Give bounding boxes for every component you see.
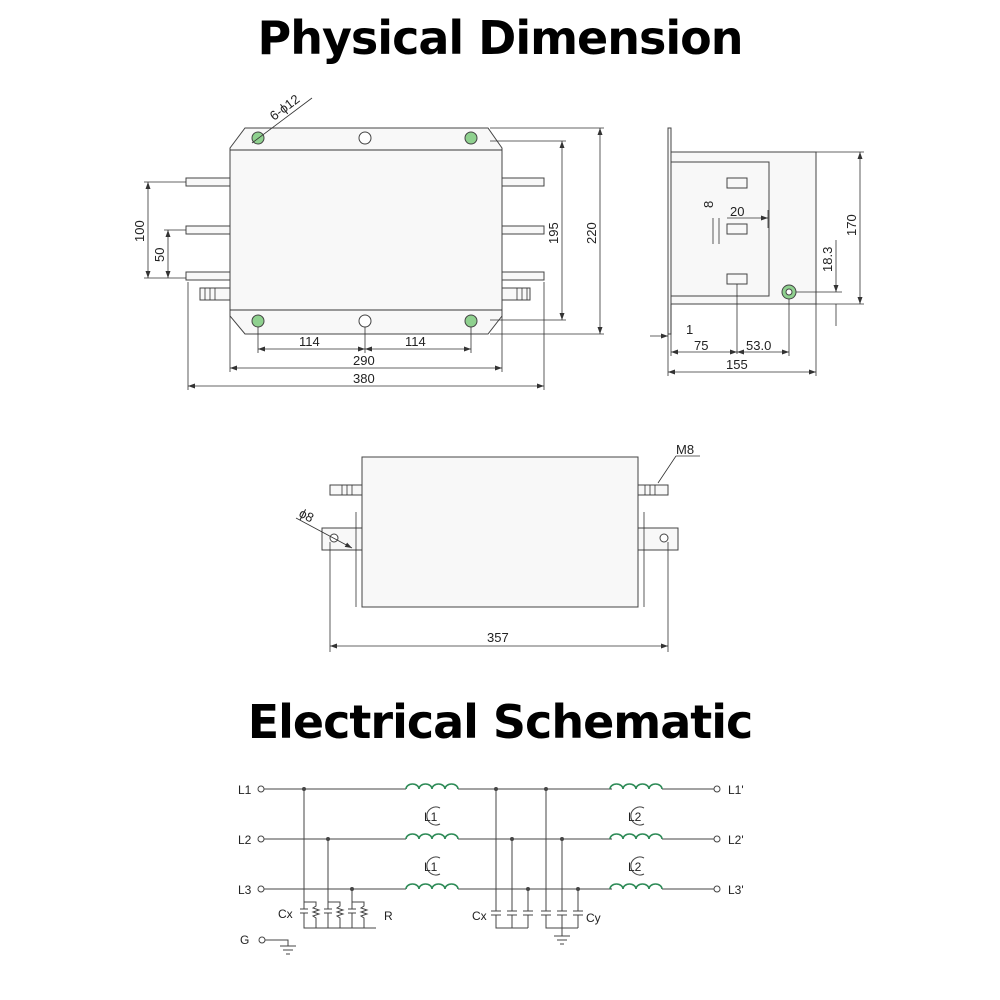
dim-18-3-label: 18.3 <box>820 247 835 272</box>
dim-53-label: 53.0 <box>746 338 771 353</box>
mounting-hole <box>464 131 478 145</box>
dim-8-label: 8 <box>701 201 716 208</box>
side-view: 8 20 170 18.3 1 75 53.0 155 <box>650 127 864 376</box>
bottom-body <box>361 456 639 608</box>
dim-195-label: 195 <box>546 222 561 244</box>
hole-dia-callout: ϕ8 <box>297 505 317 525</box>
dim-114-right-label: 114 <box>405 334 426 349</box>
output-l2-label: L2' <box>728 833 744 847</box>
electrical-schematic-title: Electrical Schematic <box>247 695 754 749</box>
dim-380-label: 380 <box>353 371 375 386</box>
physical-dimension-title: Physical Dimension <box>257 11 743 65</box>
dim-290-label: 290 <box>353 353 375 368</box>
ground-symbol <box>265 939 296 955</box>
dim-1-label: 1 <box>686 322 693 337</box>
dim-20-label: 20 <box>730 204 744 219</box>
dim-50-label: 50 <box>152 248 167 262</box>
dim-357-label: 357 <box>487 630 509 645</box>
input-l2-label: L2 <box>238 833 252 847</box>
choke-1-label-b: L1 <box>424 860 438 874</box>
mounting-hole <box>358 314 372 328</box>
bottom-view: M8 ϕ8 357 <box>295 442 700 652</box>
cy-network: Cy <box>541 787 601 945</box>
choke-1: L1 L1 <box>405 783 459 890</box>
choke-2: L2 L2 <box>609 783 663 890</box>
thread-callout: M8 <box>676 442 694 457</box>
side-label-panel <box>670 161 770 297</box>
output-l1-label: L1' <box>728 783 744 797</box>
filter-body <box>229 149 503 311</box>
output-l3-label: L3' <box>728 883 744 897</box>
left-terminals <box>185 177 231 301</box>
cx-left-label: Cx <box>278 907 293 921</box>
choke-2-label-b: L2 <box>628 860 642 874</box>
middle-cx-network: Cx <box>472 787 533 929</box>
choke-2-label-a: L2 <box>628 810 642 824</box>
dim-170-label: 170 <box>844 214 859 236</box>
choke-1-label-a: L1 <box>424 810 438 824</box>
dim-220-label: 220 <box>584 222 599 244</box>
bottom-mount-hole <box>659 533 669 543</box>
dim-75-label: 75 <box>694 338 708 353</box>
dim-100-label: 100 <box>132 220 147 242</box>
cx-right-label: Cx <box>472 909 487 923</box>
input-cx-r-network: Cx R <box>278 787 393 929</box>
dim-155-label: 155 <box>726 357 748 372</box>
mounting-hole <box>358 131 372 145</box>
ground-label: G <box>240 933 249 947</box>
cy-label: Cy <box>586 911 601 925</box>
right-terminals <box>501 177 545 301</box>
mounting-hole <box>464 314 478 328</box>
r-label: R <box>384 909 393 923</box>
front-view: 6-ϕ12 100 50 195 220 114 114 290 380 <box>132 91 604 390</box>
mounting-hole <box>251 314 265 328</box>
input-l1-label: L1 <box>238 783 252 797</box>
dim-114-left-label: 114 <box>299 334 320 349</box>
schematic: L1 L2 L3 G L1' L2' L3' L1 L1 <box>238 783 744 955</box>
input-l3-label: L3 <box>238 883 252 897</box>
